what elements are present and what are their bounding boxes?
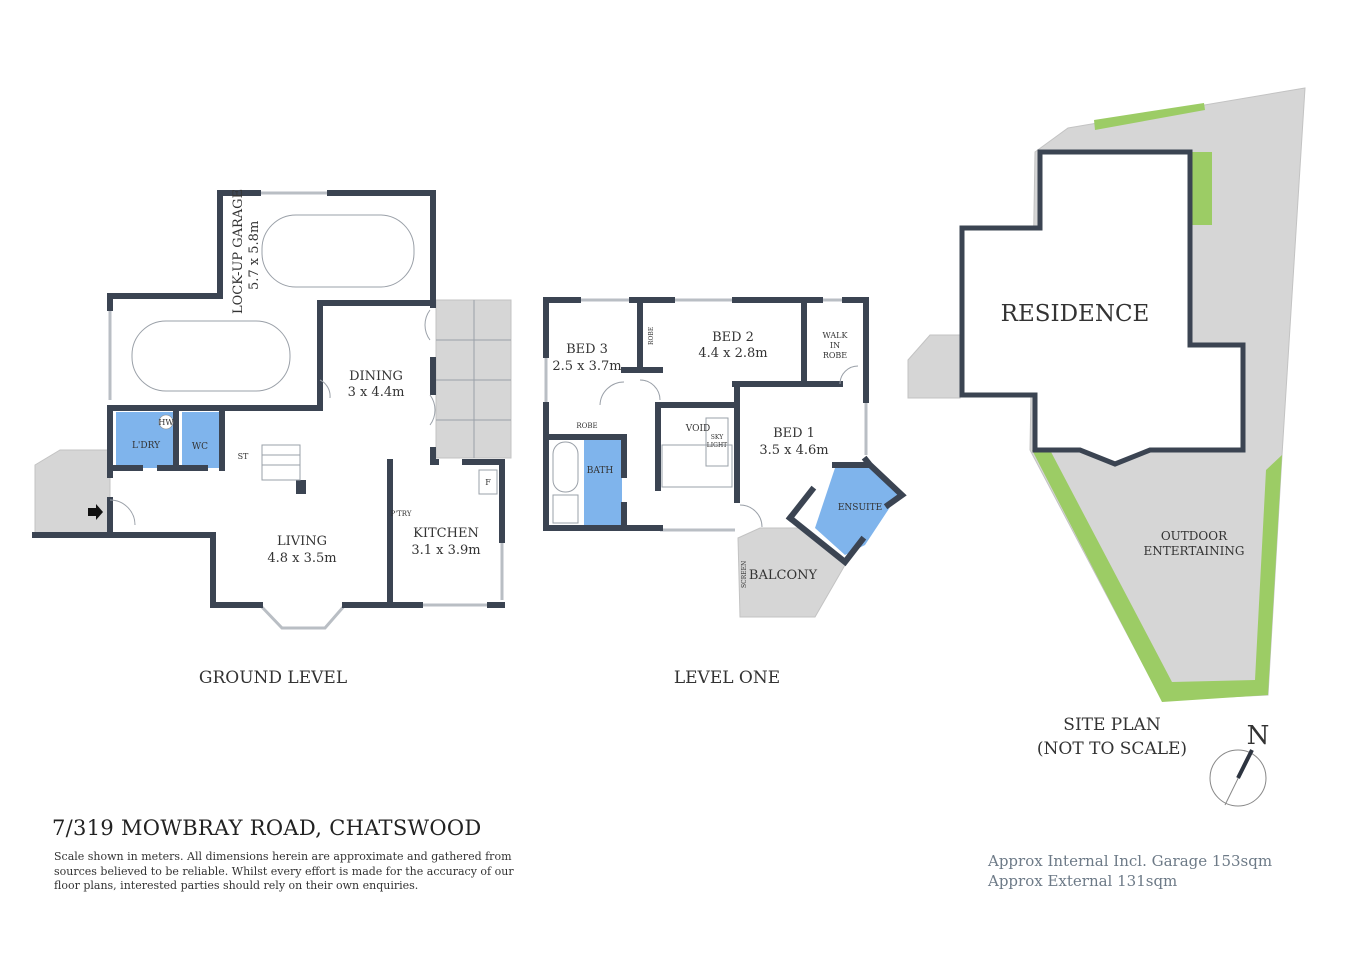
skylight-label-1: SKY	[711, 434, 724, 441]
living-label: LIVING	[277, 534, 327, 549]
garage-size: 5.7 x 5.8m	[247, 221, 262, 290]
laundry-label: L'DRY	[132, 441, 161, 451]
north-compass-icon: N	[1209, 721, 1270, 807]
side-paving	[907, 334, 961, 399]
wir-label-3: ROBE	[823, 351, 847, 360]
external-area: Approx External 131sqm	[988, 872, 1178, 890]
site-plan: RESIDENCE OUTDOOR ENTERTAINING SITE PLAN…	[907, 87, 1306, 807]
dining-label: DINING	[349, 369, 403, 384]
internal-area: Approx Internal Incl. Garage 153sqm	[988, 852, 1273, 870]
wir-label-1: WALK	[823, 331, 849, 340]
ground-level-plan: LOCK-UP GARAGE 5.7 x 5.8m DINING 3 x 4.4…	[32, 189, 512, 688]
pantry-label: P'TRY	[391, 510, 412, 518]
dining-size: 3 x 4.4m	[348, 385, 405, 400]
robe-label: ROBE	[648, 327, 655, 345]
wir-label-2: IN	[830, 341, 840, 350]
fridge-label: F	[485, 478, 491, 487]
kitchen-size: 3.1 x 3.9m	[411, 543, 480, 558]
north-label: N	[1247, 721, 1270, 751]
skylight-label-2: LIGHT	[707, 442, 727, 449]
property-address: 7/319 MOWBRAY ROAD, CHATSWOOD	[52, 816, 482, 840]
level-one-plan: BED 3 2.5 x 3.7m BED 2 4.4 x 2.8m BED 1 …	[543, 297, 907, 688]
ground-level-title: GROUND LEVEL	[199, 668, 347, 688]
garden-bed-perimeter	[1032, 450, 1282, 702]
kitchen-label: KITCHEN	[413, 526, 479, 541]
bed2-size: 4.4 x 2.8m	[698, 346, 767, 361]
car-icon	[261, 214, 415, 288]
ensuite-label: ENSUITE	[838, 503, 882, 513]
bed1-size: 3.5 x 4.6m	[759, 443, 828, 458]
robe-bed3-label: ROBE	[576, 422, 597, 430]
car-icon	[131, 320, 291, 392]
wc-label: WC	[192, 442, 208, 452]
bath-room	[584, 437, 622, 527]
bed3-label: BED 3	[566, 342, 608, 357]
garden-bed	[1192, 152, 1212, 225]
residence-label: RESIDENCE	[1001, 301, 1150, 327]
porch-paving	[34, 449, 111, 536]
outdoor-label-1: OUTDOOR	[1161, 529, 1228, 543]
residence-outline	[959, 149, 1246, 467]
disclaimer-text: Scale shown in meters. All dimensions he…	[54, 850, 514, 892]
hot-water-label: HW	[158, 418, 174, 427]
bed2-label: BED 2	[712, 330, 754, 345]
ensuite-room	[815, 468, 898, 555]
entry-arrow-icon	[88, 504, 103, 520]
garden-bed	[1094, 103, 1205, 130]
site-plan-subtitle: (NOT TO SCALE)	[1037, 739, 1187, 759]
screen-label: SCREEN	[741, 561, 748, 588]
garage-label: LOCK-UP GARAGE	[231, 189, 246, 314]
void-label: VOID	[685, 424, 711, 434]
bed3-size: 2.5 x 3.7m	[552, 359, 621, 374]
balcony-label: BALCONY	[749, 568, 818, 583]
level-one-title: LEVEL ONE	[674, 668, 780, 688]
storage-label: ST	[238, 452, 249, 461]
bed1-label: BED 1	[773, 426, 815, 441]
site-plan-title: SITE PLAN	[1063, 715, 1161, 735]
outdoor-label-2: ENTERTAINING	[1144, 544, 1245, 558]
wc-room	[182, 412, 222, 468]
living-size: 4.8 x 3.5m	[267, 551, 336, 566]
bath-label: BATH	[587, 466, 614, 476]
